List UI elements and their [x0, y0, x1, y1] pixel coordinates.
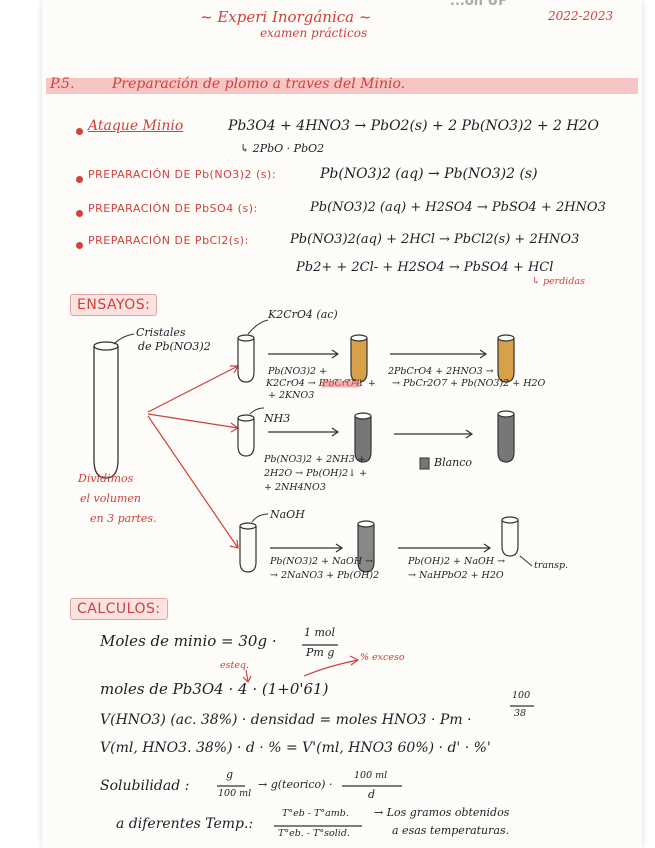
test-equation-2: Pb(OH)2 + NaOH →: [408, 556, 506, 567]
calc-line: V(ml, HNO3. 38%) · d · % = V'(ml, HNO3 6…: [100, 740, 491, 756]
reaction-extra: Pb2+ + 2Cl- + H2SO4 → PbSO4 + HCl: [296, 260, 554, 275]
reagent-label: K2CrO4 (ac): [268, 308, 338, 321]
reaction-equation: Pb(NO3)2 (aq) → Pb(NO3)2 (s): [320, 166, 538, 182]
test-equation: Pb(NO3)2 + NaOH →: [270, 556, 374, 567]
ensayos-heading: ENSAYOS:: [70, 294, 158, 316]
excess-note: % exceso: [360, 652, 405, 663]
test-equation-2: → PbCr2O7 + Pb(NO3)2 + H2O: [392, 378, 546, 389]
reagent-label: NaOH: [270, 508, 305, 521]
calc-line: moles de Pb3O4 · 4 · (1+0'61): [100, 680, 329, 698]
test-equation: K2CrO4 → PbCrO4↓ +: [266, 378, 376, 389]
stoich-note: esteq.: [220, 660, 250, 671]
calc-numerator: 100 ml: [354, 770, 388, 781]
bullet: [76, 242, 83, 249]
calc-denominator: T°eb. - T°solid.: [278, 828, 350, 839]
calc-numerator: g: [226, 768, 234, 781]
divide-label: el volumen: [80, 492, 141, 505]
result-label: transp.: [534, 560, 569, 571]
test-equation: Pb(NO3)2 + 2NH3 +: [264, 454, 366, 465]
calc-denominator: 100 ml: [218, 788, 252, 799]
calc-line: a diferentes Temp.:: [116, 816, 254, 832]
bullet: [76, 210, 83, 217]
calc-result: → Los gramos obtenidos: [374, 806, 510, 819]
losses-note: ↳ perdidas: [532, 276, 585, 287]
reaction-label: PREPARACIÓN DE PbSO4 (s):: [88, 202, 258, 215]
page-subtitle: examen prácticos: [260, 26, 368, 40]
crystals-label: Cristales: [136, 326, 186, 339]
reaction-equation: Pb(NO3)2(aq) + 2HCl → PbCl2(s) + 2HNO3: [290, 232, 580, 247]
bullet: [76, 176, 83, 183]
calc-line: V(HNO3) (ac. 38%) · densidad = moles HNO…: [100, 712, 472, 728]
reaction-label: Ataque Minio: [88, 118, 184, 134]
test-equation: Pb(NO3)2 +: [268, 366, 328, 377]
divide-label: en 3 partes.: [90, 512, 157, 525]
year-label: 2022-2023: [548, 9, 614, 23]
calc-denominator: Pm g: [306, 646, 335, 659]
calc-line: Solubilidad :: [100, 778, 190, 794]
calc-mid: → g(teorico) ·: [258, 778, 333, 791]
reaction-note: ↳ 2PbO · PbO2: [240, 142, 325, 155]
test-equation-2: → NaHPbO2 + H2O: [408, 570, 504, 581]
calc-result: a esas temperaturas.: [392, 824, 510, 837]
reaction-label: PREPARACIÓN DE Pb(NO3)2 (s):: [88, 168, 277, 181]
calculos-heading: CALCULOS:: [70, 598, 168, 620]
test-equation: 2H2O → Pb(OH)2↓ +: [264, 468, 368, 479]
corner-fragment: ...on UF: [450, 0, 507, 9]
test-equation-2: 2PbCrO4 + 2HNO3 →: [388, 366, 494, 377]
crystals-label: de Pb(NO3)2: [138, 340, 211, 353]
practice-title: Preparación de plomo a traves del Minio.: [112, 76, 406, 92]
calc-numerator: 100: [512, 690, 531, 701]
result-label: Blanco: [434, 456, 473, 469]
calc-line: Moles de minio = 30g ·: [100, 632, 277, 650]
reaction-equation: Pb(NO3)2 (aq) + H2SO4 → PbSO4 + 2HNO3: [310, 200, 606, 215]
reaction-equation: Pb3O4 + 4HNO3 → PbO2(s) + 2 Pb(NO3)2 + 2…: [228, 118, 599, 134]
reaction-label: PREPARACIÓN DE PbCl2(s):: [88, 234, 249, 247]
page-title: ~ Experi Inorgánica ~: [200, 8, 372, 26]
reagent-label: NH3: [264, 412, 291, 425]
calc-numerator: T°eb - T°amb.: [282, 808, 349, 819]
calc-denominator: 38: [514, 708, 527, 719]
notebook-page: ...on UF ~ Experi Inorgánica ~ examen pr…: [42, 0, 642, 848]
calc-denominator: d: [368, 788, 376, 801]
test-equation: → 2NaNO3 + Pb(OH)2: [270, 570, 380, 581]
ensayos-drawing: [93, 319, 534, 827]
practice-number: P.5.: [50, 76, 75, 92]
title-highlight: [46, 78, 638, 94]
calc-numerator: 1 mol: [304, 626, 336, 639]
test-equation: + 2NH4NO3: [264, 482, 326, 493]
bullet: [76, 128, 83, 135]
divide-label: Dividimos: [78, 472, 134, 485]
precipitate-highlight: PbCrO4: [322, 378, 361, 389]
test-equation: + 2KNO3: [268, 390, 315, 401]
